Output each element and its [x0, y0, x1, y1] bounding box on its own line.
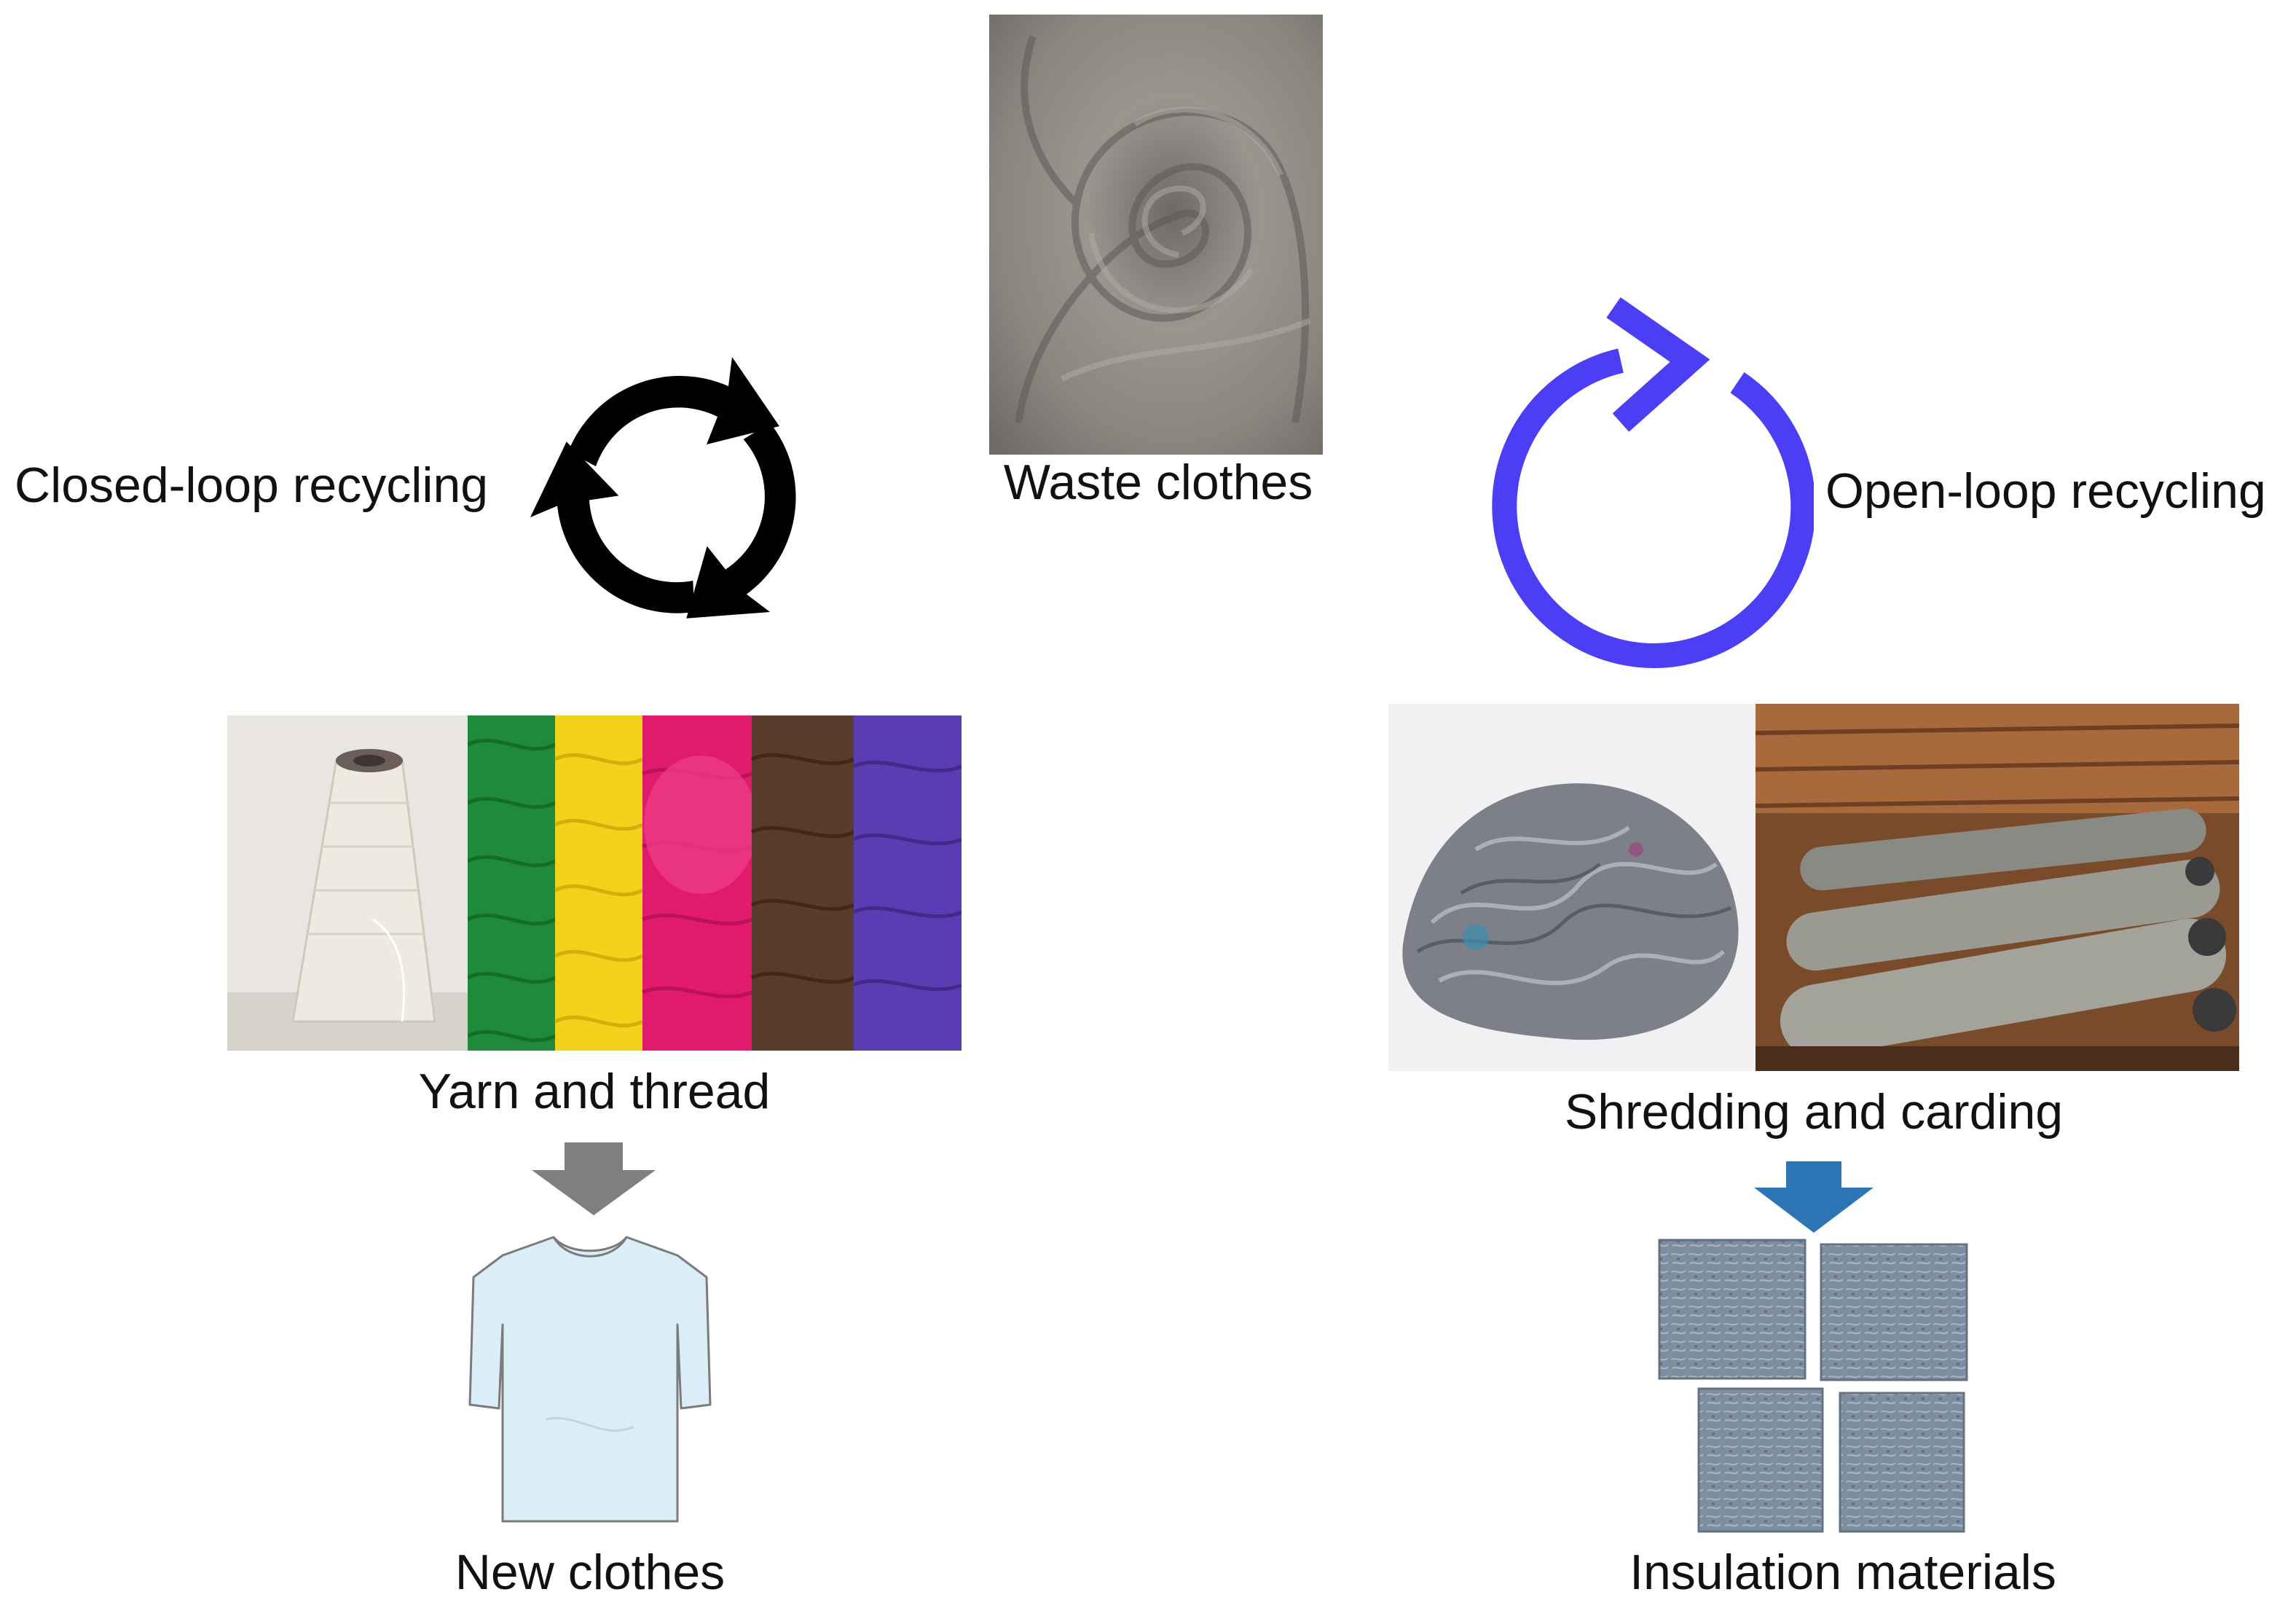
closed-loop-label: Closed-loop recycling — [15, 458, 489, 513]
colored-yarn-photo — [468, 715, 962, 1051]
open-loop-circular-arrow-icon — [1492, 297, 1814, 668]
closed-loop-recycle-icon — [530, 357, 796, 619]
waste-clothes-photo — [989, 15, 1323, 455]
insulation-materials-label: Insulation materials — [1629, 1545, 2056, 1600]
yarn-thread-label: Yarn and thread — [418, 1064, 771, 1119]
down-arrow-icon — [1754, 1161, 1874, 1233]
down-arrow-icon — [532, 1142, 656, 1215]
new-clothes-label: New clothes — [455, 1545, 726, 1600]
carding-machine-photo — [1756, 704, 2239, 1071]
thread-cone-photo — [227, 715, 468, 1051]
insulation-blocks-photo — [1658, 1239, 1968, 1533]
shredded-fiber-photo — [1388, 704, 1756, 1071]
open-loop-label: Open-loop recycling — [1825, 463, 2266, 519]
waste-clothes-label: Waste clothes — [1003, 455, 1313, 510]
t-shirt-icon — [468, 1236, 712, 1523]
shredding-carding-label: Shredding and carding — [1564, 1084, 2064, 1140]
